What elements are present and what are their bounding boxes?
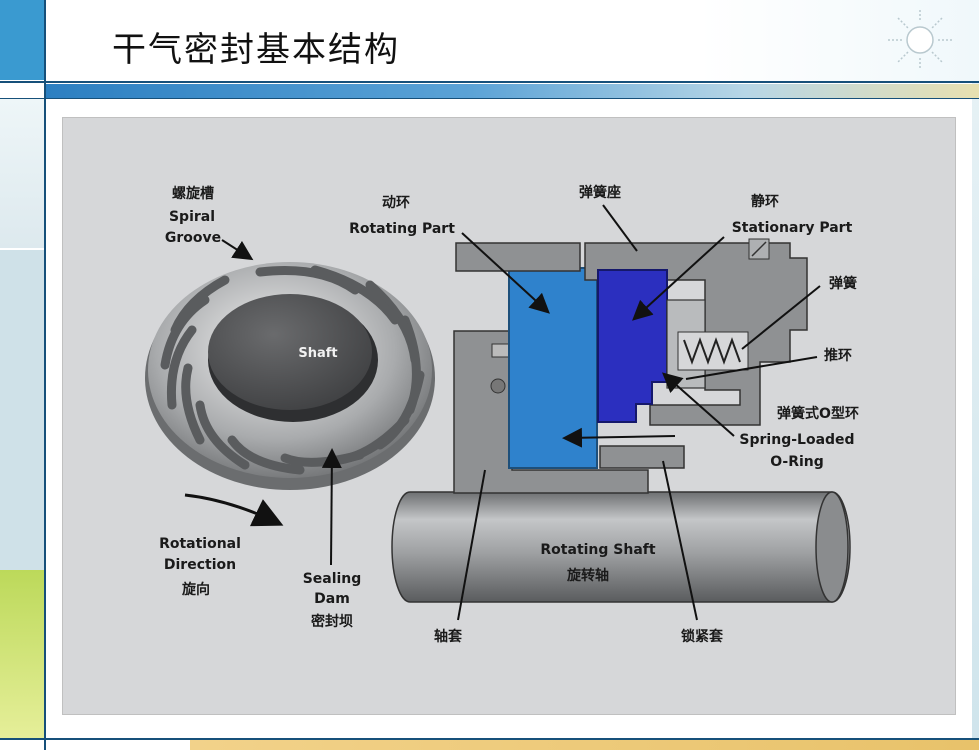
rotating-shaft-en-label: Rotating Shaft (540, 542, 655, 558)
sleeve-oring (490, 378, 506, 394)
footer-rule (0, 738, 979, 740)
spiral-groove-cn-label: 螺旋槽 (172, 185, 214, 202)
header-rule (0, 81, 979, 83)
right-edge-decor (972, 0, 979, 750)
footer-band (190, 740, 979, 750)
sealing-dam-label-cn: 密封坝 (310, 613, 353, 630)
spring-coil (683, 337, 741, 365)
rotating-part-cn-label: 动环 (382, 194, 410, 211)
spiral-groove-en-label-2: Groove (165, 230, 221, 246)
sealing-dam-label-2: Dam (314, 591, 350, 607)
stationary-part-cn-label: 静环 (751, 193, 779, 210)
left-strip-blue (0, 0, 44, 80)
header-rule-bottom (0, 98, 979, 99)
push-ring-leader (685, 356, 818, 380)
rotational-label-cn: 旋向 (181, 581, 210, 598)
rotating-shaft-cn-label: 旋转轴 (566, 567, 609, 584)
flow-arrow (562, 427, 676, 448)
sealing-dam-leader (321, 448, 342, 566)
push-ring-label: 推环 (824, 347, 852, 364)
rotational-label-2: Direction (164, 557, 236, 573)
rotating-part-en-label: Rotating Part (349, 221, 455, 237)
vertical-rule (44, 0, 46, 750)
spring-seat-leader (602, 204, 638, 252)
spring-leader (741, 285, 821, 350)
oring-en-label-1: Spring-Loaded (739, 432, 854, 448)
spiral-grooves (160, 265, 425, 475)
stationary-part-leader (632, 236, 725, 321)
left-strip-green (0, 570, 44, 740)
spiral-groove-leader (221, 239, 254, 261)
left-strip-light (0, 98, 44, 248)
spiral-groove-disc: Shaft (145, 262, 435, 490)
spring-seat-top-left (455, 242, 581, 272)
oring-leader (662, 372, 735, 437)
shaft-sleeve-label: 轴套 (434, 628, 462, 645)
left-strip-grey (0, 250, 44, 570)
header-band (46, 84, 979, 98)
sealing-dam-label-1: Sealing (303, 571, 362, 587)
spiral-groove-en-label-1: Spiral (169, 209, 215, 225)
rotating-part-leader (461, 232, 550, 314)
shaft-label: Shaft (298, 346, 337, 361)
lock-sleeve (599, 445, 685, 469)
title-area (46, 0, 979, 82)
spring-label: 弹簧 (829, 275, 857, 292)
stationary-part-en-label: Stationary Part (732, 220, 853, 236)
rotational-label-1: Rotational (159, 536, 241, 552)
rotating-ring (508, 267, 598, 469)
left-decor-strip (0, 0, 44, 750)
spring-seat-label: 弹簧座 (579, 184, 621, 201)
lock-sleeve-leader (662, 460, 698, 621)
sleeve-leader (457, 469, 486, 621)
rotating-shaft (391, 491, 851, 603)
oring-en-label-2: O-Ring (770, 454, 824, 470)
sun-icon (888, 10, 952, 70)
rotation-direction-arrow (184, 493, 284, 527)
stationary-ring (597, 269, 668, 423)
oring-cn-label: 弹簧式O型环 (777, 405, 859, 422)
slide-title: 干气密封基本结构 (112, 30, 400, 70)
lock-sleeve-label: 锁紧套 (681, 628, 723, 645)
